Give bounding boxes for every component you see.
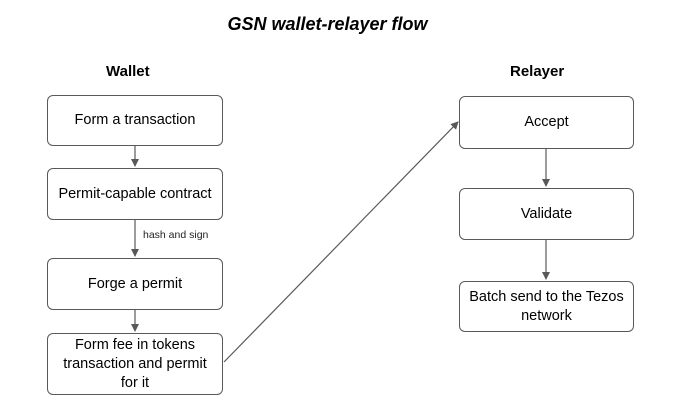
arrow-fee-to-accept (223, 121, 459, 363)
relayer-step-accept: Accept (459, 96, 634, 149)
wallet-step-form-transaction: Form a transaction (47, 95, 223, 146)
diagram-title: GSN wallet-relayer flow (227, 14, 428, 34)
edge-label-hash-and-sign: hash and sign (143, 229, 209, 241)
wallet-step-permit-contract: Permit-capable contract (47, 168, 223, 220)
wallet-heading: Wallet (106, 63, 150, 80)
relayer-heading: Relayer (510, 63, 565, 80)
relayer-step-validate: Validate (459, 188, 634, 240)
relayer-step-batch-send: Batch send to the Tezos network (459, 281, 634, 332)
wallet-step-forge-permit: Forge a permit (47, 258, 223, 310)
wallet-step-form-fee: Form fee in tokens transaction and permi… (47, 333, 223, 395)
